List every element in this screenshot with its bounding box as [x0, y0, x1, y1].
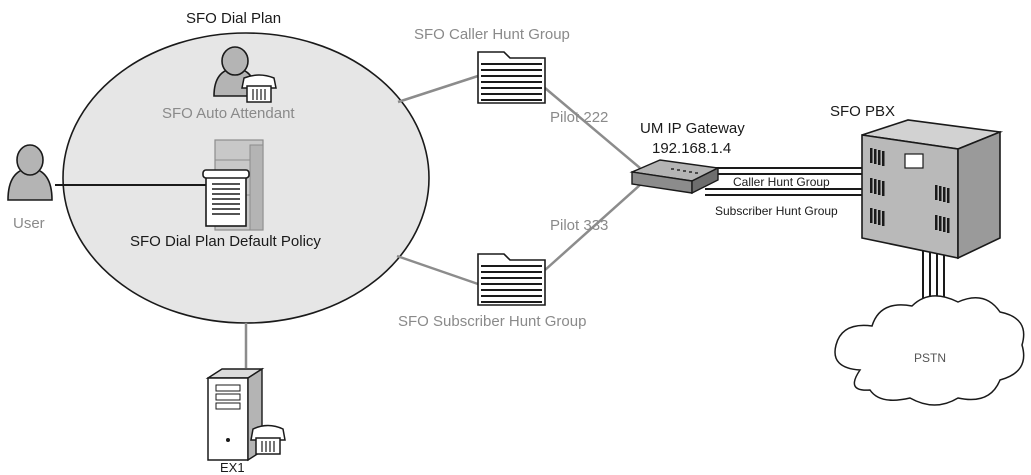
pstn-cloud-icon: [834, 295, 1025, 406]
gateway-label: UM IP Gateway: [640, 120, 745, 137]
trunk-lines: [705, 167, 890, 196]
auto-attendant-label: SFO Auto Attendant: [162, 105, 295, 122]
pbx-label: SFO PBX: [830, 103, 896, 120]
pilot-caller-label: Pilot 222: [550, 109, 609, 126]
caller-link-label: Caller Hunt Group: [733, 175, 830, 189]
line-plan-to-subscriber-hunt: [396, 254, 479, 286]
connection-lines: [244, 74, 641, 368]
policy-document-icon: [202, 169, 250, 227]
ex1-server-icon: [205, 367, 265, 462]
auto-attendant-icon: [213, 46, 277, 103]
gateway-ip-label: 192.168.1.4: [652, 140, 732, 157]
user-label: User: [13, 215, 45, 232]
ex1-phone-icon: [250, 424, 286, 455]
dial-plan-title: SFO Dial Plan: [186, 10, 282, 27]
subscriber-hunt-group-label: SFO Subscriber Hunt Group: [398, 313, 587, 330]
ex1-label: EX1: [220, 460, 245, 475]
policy-label: SFO Dial Plan Default Policy: [130, 233, 321, 250]
user-icon: [7, 144, 53, 201]
caller-hunt-group-label: SFO Caller Hunt Group: [414, 26, 570, 43]
subscriber-hunt-group-icon: [477, 253, 546, 306]
gateway-icon: [629, 159, 721, 195]
caller-hunt-group-icon: [477, 51, 546, 104]
pilot-subscriber-label: Pilot 333: [550, 217, 609, 234]
pbx-icon: [861, 119, 1004, 260]
line-plan-to-caller-hunt: [397, 74, 479, 104]
line-subscriber-hunt-to-gateway: [544, 184, 641, 271]
subscriber-link-label: Subscriber Hunt Group: [715, 204, 838, 218]
line-caller-hunt-to-gateway: [544, 87, 641, 169]
pstn-label: PSTN: [914, 351, 947, 365]
